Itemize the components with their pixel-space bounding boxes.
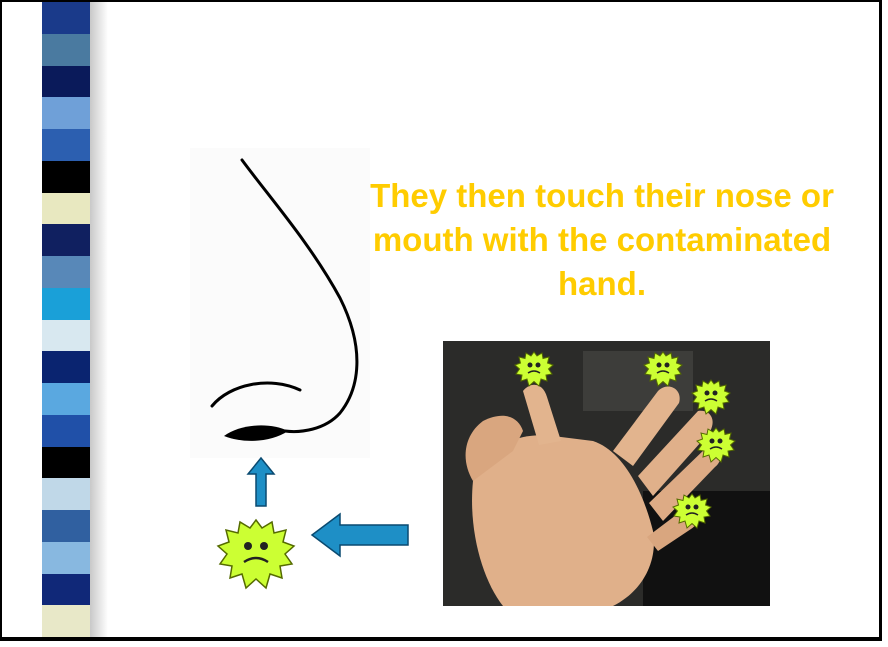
stripe-segment (42, 66, 90, 98)
stripe-segment (42, 288, 90, 320)
stripe-segment (42, 383, 90, 415)
stripe-segment (42, 256, 90, 288)
stripe-segment (42, 97, 90, 129)
germ-icon (643, 350, 683, 388)
stripe-segment (42, 161, 90, 193)
stripe-segment (42, 574, 90, 606)
stripe-segment (42, 415, 90, 447)
stripe-segment (42, 351, 90, 383)
germ-icon (672, 492, 712, 530)
stripe-segment (42, 510, 90, 542)
arrow-up-icon (246, 456, 276, 508)
caption-line-3: hand. (322, 262, 882, 306)
stripe-segment (42, 2, 90, 34)
stripe-segment (42, 193, 90, 225)
stripe-segment (42, 605, 90, 637)
decorative-stripe-bar (42, 2, 90, 637)
nose-drawing (190, 148, 370, 458)
germ-icon (216, 516, 296, 592)
stripe-segment (42, 320, 90, 352)
germ-icon (696, 426, 736, 464)
stripe-segment (42, 224, 90, 256)
slide-caption: They then touch their nose or mouth with… (322, 174, 882, 306)
stripe-segment (42, 542, 90, 574)
stripe-segment (42, 34, 90, 66)
germ-icon (691, 378, 731, 416)
caption-line-2: mouth with the contaminated (322, 218, 882, 262)
caption-line-1: They then touch their nose or (322, 174, 882, 218)
germ-icon (514, 350, 554, 388)
stripe-segment (42, 447, 90, 479)
stripe-segment (42, 478, 90, 510)
arrow-left-icon (310, 510, 410, 560)
stripe-shadow (90, 2, 108, 637)
stripe-segment (42, 129, 90, 161)
